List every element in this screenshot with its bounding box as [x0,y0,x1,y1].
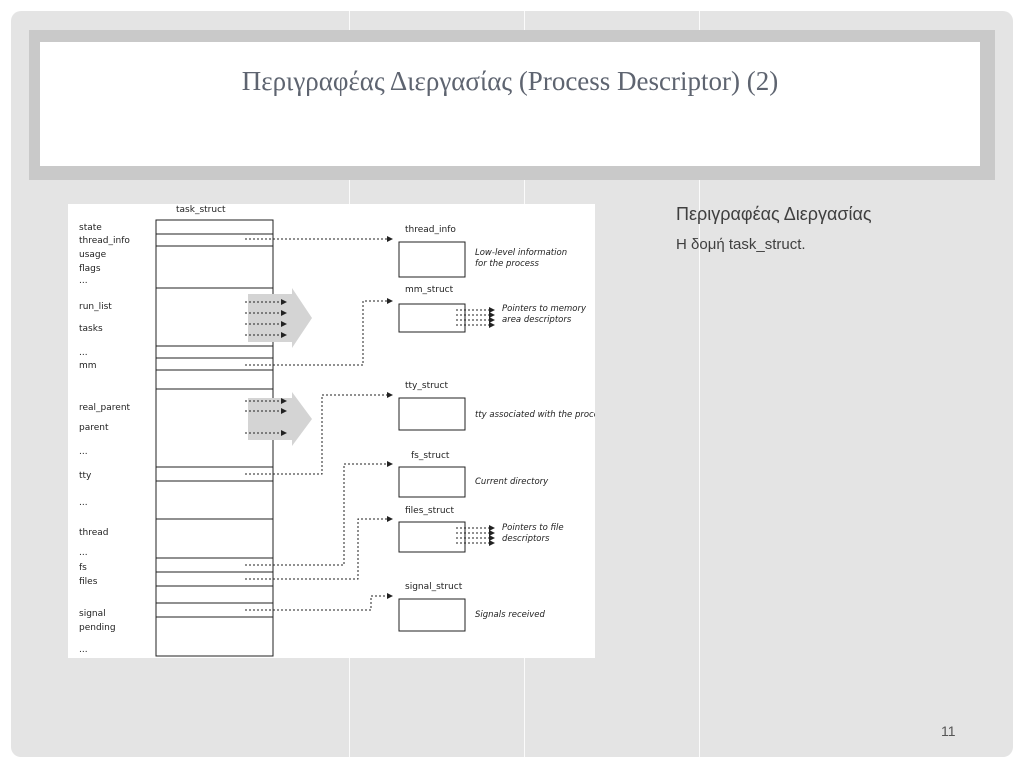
field-label: state [79,223,102,233]
pointer-arrow [245,593,393,611]
struct-box-thread-info [398,241,466,278]
struct-note: area descriptors [502,315,572,325]
slide: Περιγραφέας Διεργασίας (Process Descript… [11,11,1013,757]
struct-name: files_struct [405,506,454,516]
struct-note: Low-level information [475,248,567,258]
field-label: ... [79,498,88,508]
struct-box-signal-struct [398,598,466,632]
struct-name: thread_info [405,225,456,235]
field-label: flags [79,264,101,274]
task-struct-diagram: task_struct state thread_info usage fla [68,204,595,658]
struct-name: tty_struct [405,381,448,391]
field-label: fs [79,563,87,573]
pointer-arrow [245,298,393,366]
background-grid-line [699,11,700,757]
pointer-arrow [245,516,393,580]
field-label: tasks [79,324,103,334]
struct-note: tty associated with the process [475,410,595,420]
field-label: mm [79,361,97,371]
field-label: real_parent [79,403,131,413]
field-label: pending [79,623,116,633]
struct-box-fs-struct [398,466,466,498]
grouping-arrow [248,288,312,348]
struct-name: signal_struct [405,582,463,592]
struct-note: Pointers to memory [502,304,587,314]
grouping-arrow [248,392,312,446]
field-label: files [79,577,98,587]
struct-box-mm-struct [398,303,466,333]
field-label: ... [79,276,88,286]
field-label: ... [79,447,88,457]
struct-box-tty-struct [398,397,466,431]
side-heading: Περιγραφέας Διεργασίας [676,204,872,224]
struct-name: fs_struct [411,451,450,461]
struct-note: for the process [475,259,539,269]
field-label: usage [79,250,107,260]
field-label: thread [79,528,109,538]
field-label: thread_info [79,236,130,246]
side-text: Η δομή task_struct. [676,236,806,253]
pointer-arrow [245,392,393,475]
struct-note: Current directory [475,477,549,487]
struct-box-files-struct [398,521,466,553]
pointer-arrow [245,461,393,566]
task-struct-title: task_struct [176,205,226,215]
field-label: run_list [79,302,112,312]
slide-title: Περιγραφέας Διεργασίας (Process Descript… [241,66,779,96]
field-label: signal [79,609,106,619]
field-label: tty [79,471,92,481]
task-struct-slots [156,233,273,618]
field-label: parent [79,423,109,433]
struct-name: mm_struct [405,285,454,295]
field-label: ... [79,348,88,358]
field-label: ... [79,548,88,558]
struct-note: Pointers to file [502,523,564,533]
struct-note: descriptors [502,534,550,544]
struct-note: Signals received [475,610,545,620]
page-number: 11 [941,723,956,739]
title-box: Περιγραφέας Διεργασίας (Process Descript… [40,42,980,166]
field-label: ... [79,645,88,655]
